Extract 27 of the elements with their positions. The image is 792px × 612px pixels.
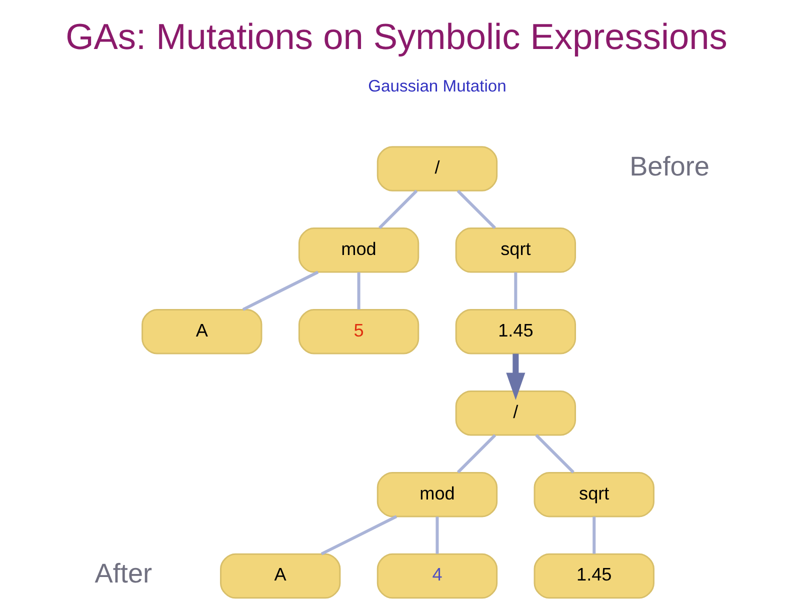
connector [378,190,418,229]
connector [514,272,517,310]
connector [456,434,496,474]
node-box: A [141,309,262,354]
connector [242,270,318,311]
node-box: / [454,390,576,436]
label: Gaussian Mutation [368,76,506,96]
node-box: A [220,553,340,599]
node-box: sqrt [454,228,576,273]
arrow [506,354,525,400]
node-box: sqrt [533,472,654,518]
node-box: 5 [298,309,419,354]
node-box: mod [298,228,419,273]
node-box: 1.45 [533,553,654,599]
connector [435,516,438,554]
connector [356,272,360,310]
node-box: / [376,146,498,192]
connector [534,434,574,474]
diagram-title: GAs: Mutations on Symbolic Expressions [65,16,727,58]
connector [456,190,496,229]
label: Before [629,150,710,182]
node-box: 4 [376,553,498,599]
node-box: 1.45 [454,309,576,354]
connector [592,516,596,554]
connector [320,515,397,556]
label: After [94,558,152,589]
node-box: mod [376,472,498,518]
